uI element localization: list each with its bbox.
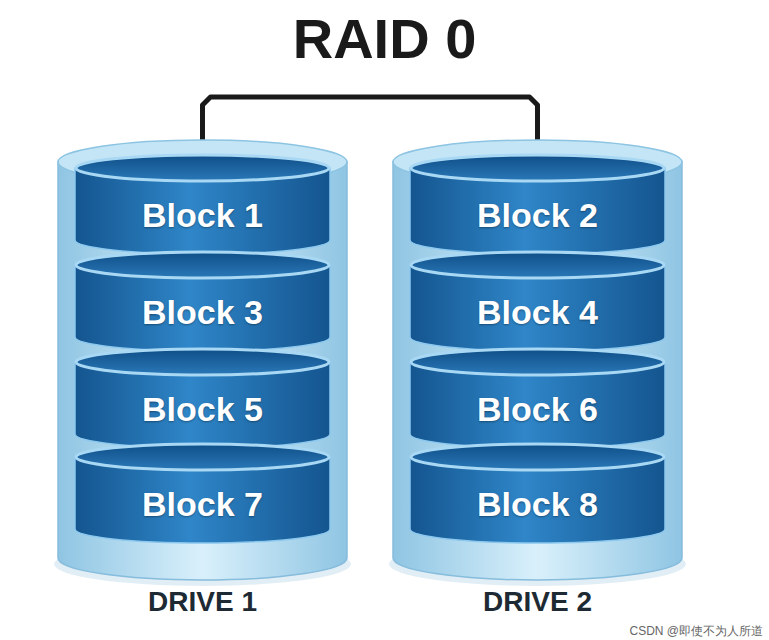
disk-block: Block 4 (410, 251, 665, 351)
block-label: Block 5 (142, 392, 263, 426)
block-top (411, 349, 664, 375)
disk-block: Block 3 (75, 251, 330, 351)
block-label: Block 8 (477, 487, 598, 521)
block-label: Block 4 (477, 295, 598, 329)
disk-block: Block 8 (410, 443, 665, 543)
block-label: Block 1 (142, 198, 263, 232)
block-top (411, 444, 664, 470)
drive-cylinder: DRIVE 1Block 1Block 3Block 5Block 7 (58, 140, 347, 580)
drive-label: DRIVE 2 (393, 588, 682, 616)
raid-connector (203, 97, 538, 142)
drive-label: DRIVE 1 (58, 588, 347, 616)
diagram-title: RAID 0 (0, 8, 769, 70)
disk-block: Block 2 (410, 154, 665, 254)
block-label: Block 3 (142, 295, 263, 329)
disk-block: Block 6 (410, 348, 665, 448)
watermark: CSDN @即使不为人所道 (629, 624, 763, 638)
block-top (411, 155, 664, 181)
block-top (76, 349, 329, 375)
drive-body (393, 162, 682, 580)
block-top (411, 252, 664, 278)
drive-cylinder: DRIVE 2Block 2Block 4Block 6Block 8 (393, 140, 682, 580)
disk-block: Block 1 (75, 154, 330, 254)
drive-body (58, 162, 347, 580)
block-label: Block 6 (477, 392, 598, 426)
block-label: Block 2 (477, 198, 598, 232)
block-top (76, 444, 329, 470)
disk-block: Block 5 (75, 348, 330, 448)
block-label: Block 7 (142, 487, 263, 521)
block-top (76, 155, 329, 181)
disk-block: Block 7 (75, 443, 330, 543)
block-top (76, 252, 329, 278)
